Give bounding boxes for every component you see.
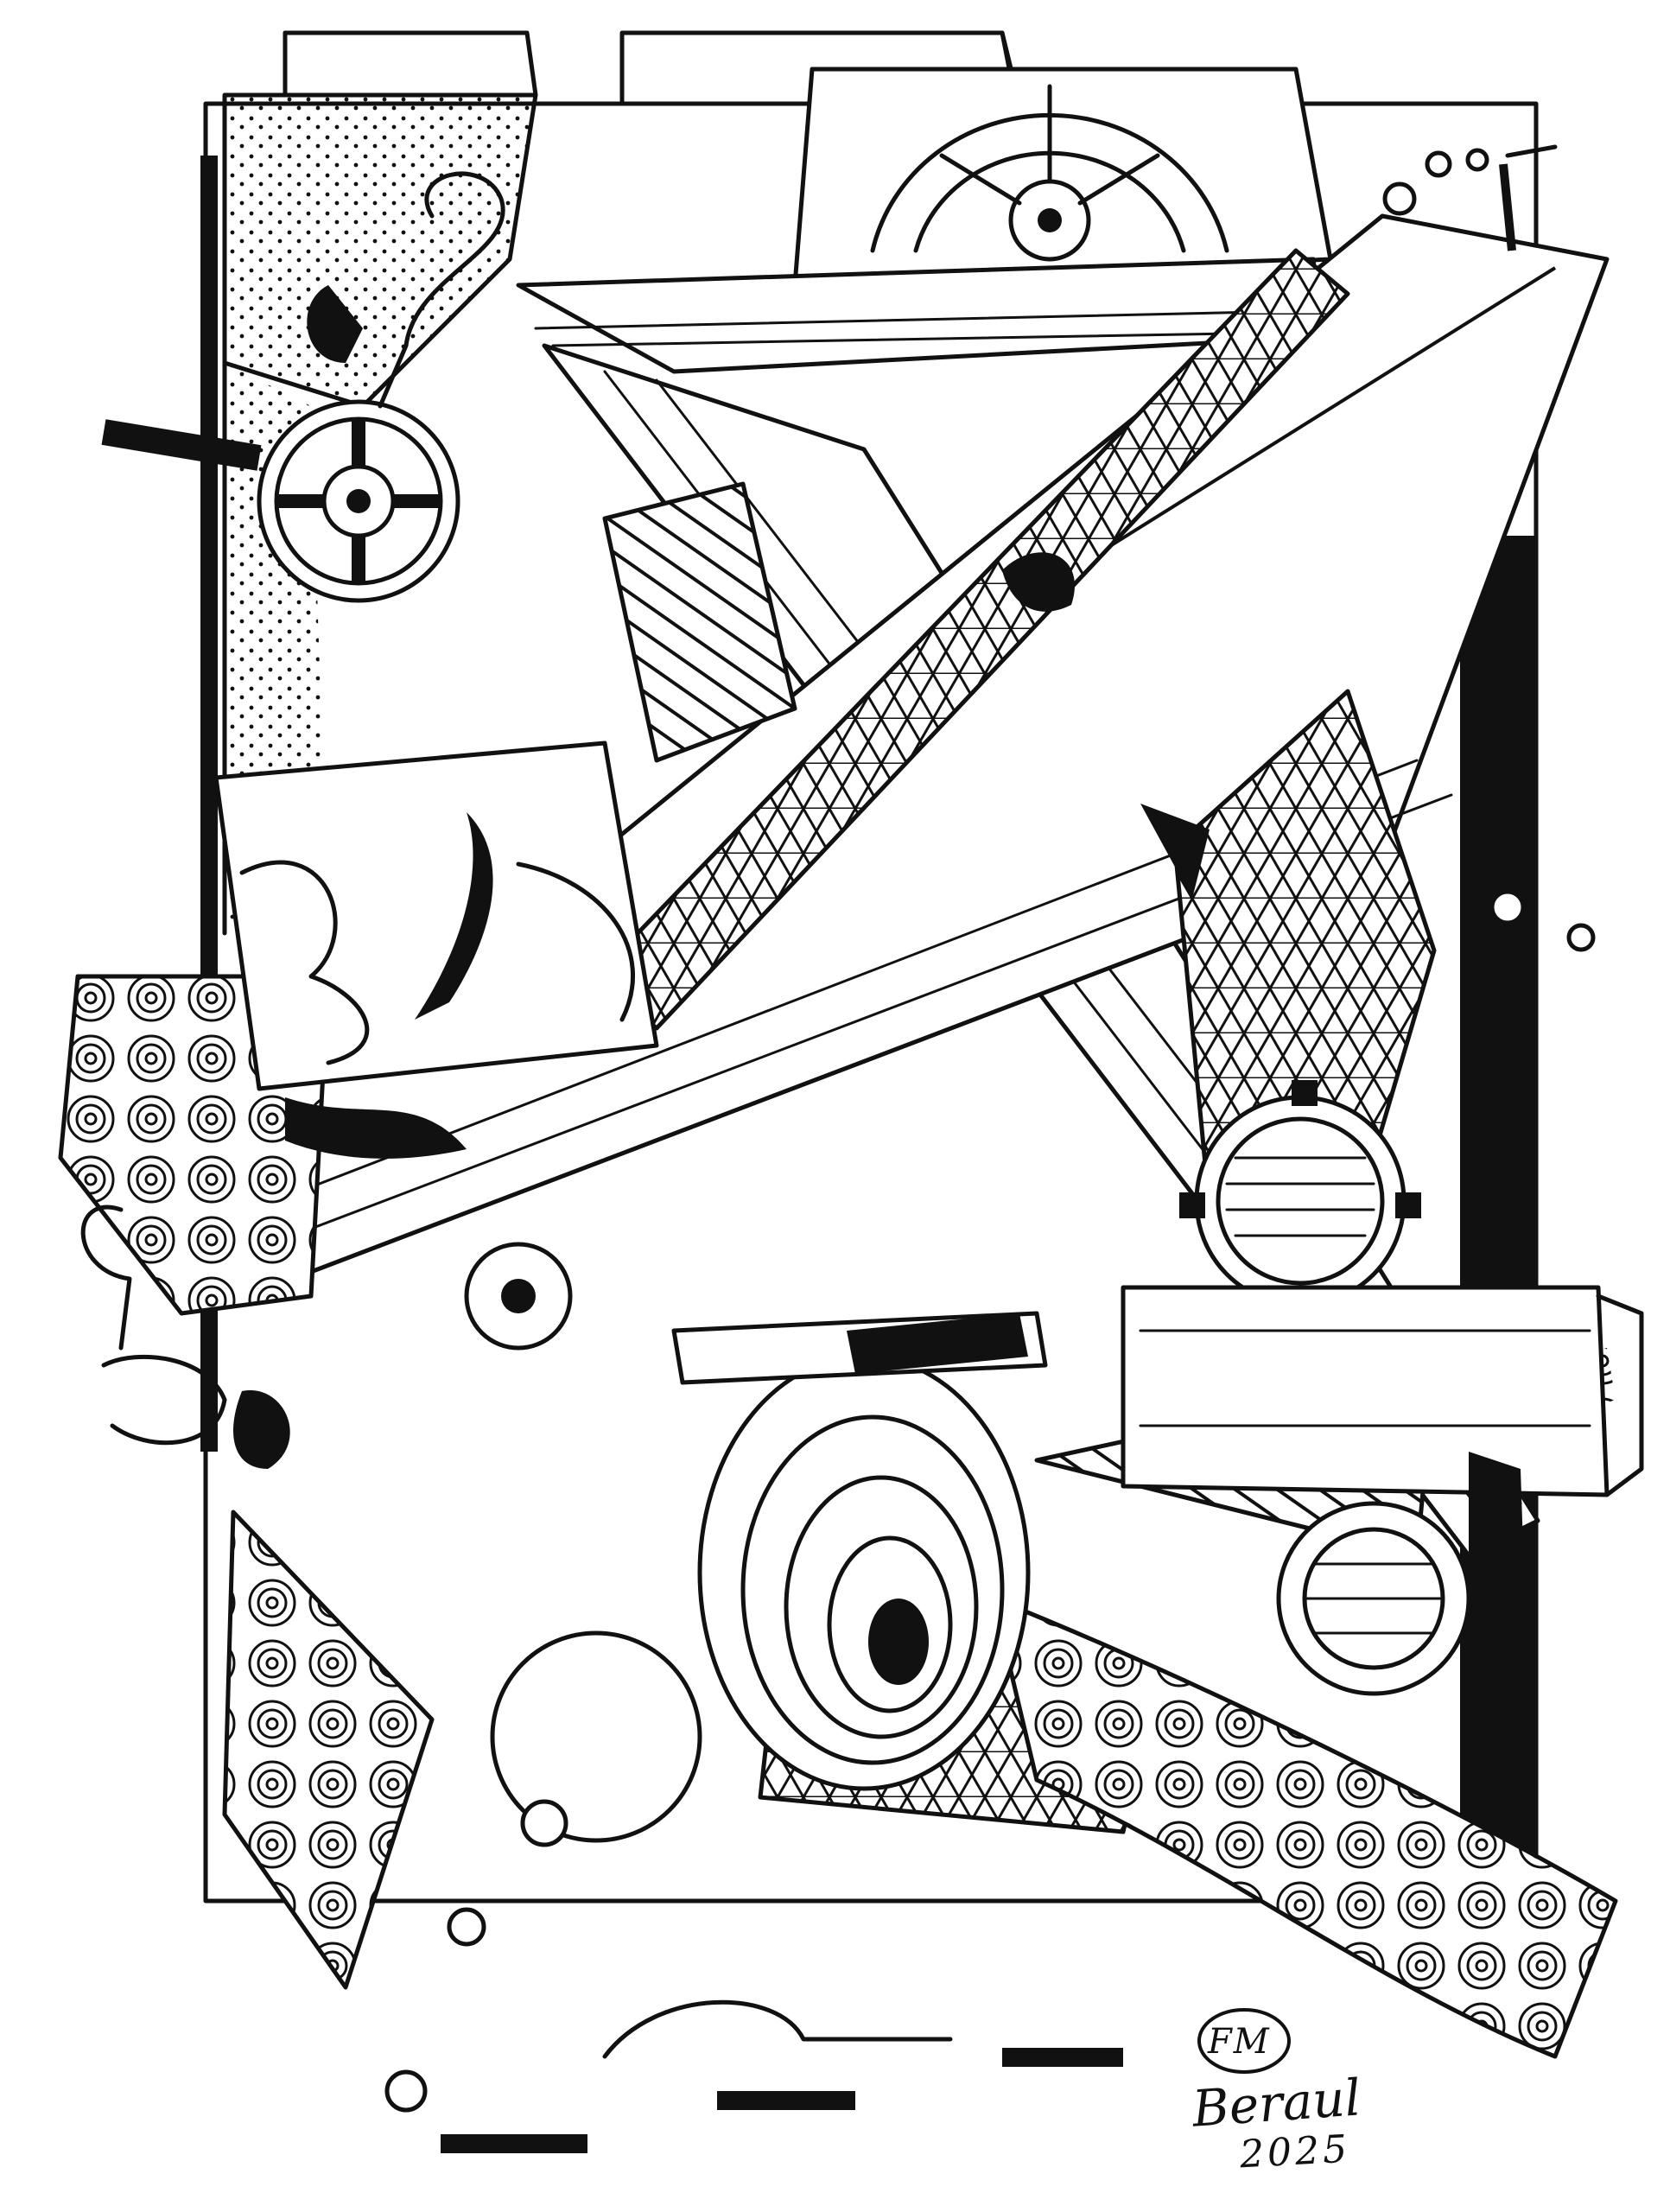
lower-left-circles [384,1242,702,2113]
horizontal-beam [1121,1285,1644,1497]
fan-gauge [792,67,1333,288]
gear-right [1179,1080,1421,1322]
signature-oval [1197,2008,1291,2074]
central-mask-panel [213,741,659,1159]
bottom-bars [441,1999,1123,2153]
tunnel-lens [671,1311,1048,1791]
black-accents [847,144,1558,1374]
lens-lower-right [1276,1452,1529,1754]
signature-year: 2025 [1238,2126,1352,2177]
wheel-left [101,171,505,603]
signature-initials: FM [1208,2022,1271,2062]
left-hook [80,1205,290,1469]
artist-signature: FM Beraul 2025 [1158,1987,1417,2186]
